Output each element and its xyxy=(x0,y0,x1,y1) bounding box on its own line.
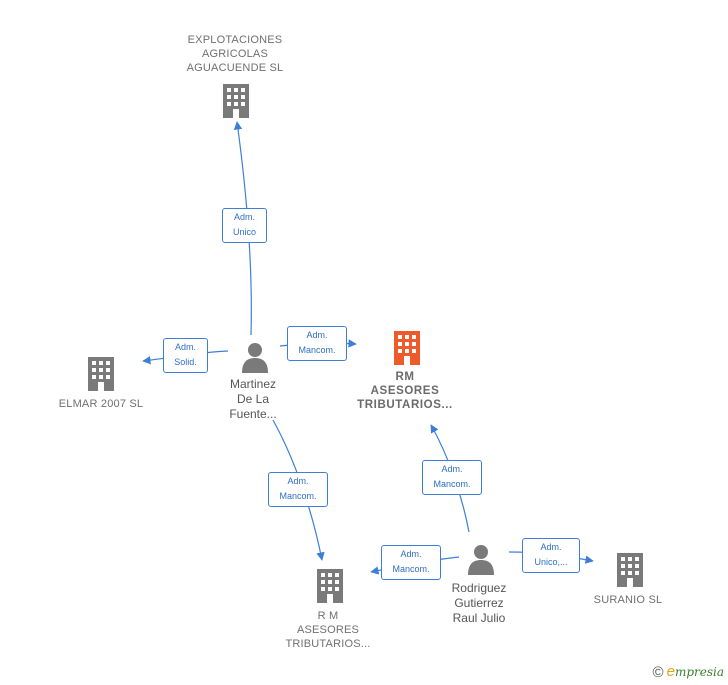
building-icon[interactable] xyxy=(394,331,420,365)
brand-logo-initial: e xyxy=(666,663,675,680)
node-label-elmar[interactable]: ELMAR 2007 SL xyxy=(58,398,144,410)
building-icon[interactable] xyxy=(317,569,343,603)
edge-label-martinez-rm-second[interactable]: Adm. Mancom. xyxy=(268,472,328,507)
building-icon[interactable] xyxy=(223,84,249,118)
building-icon[interactable] xyxy=(617,553,643,587)
footer-brand: ©empresia xyxy=(653,663,724,681)
copyright-icon: © xyxy=(652,664,664,681)
node-label-rm-focus[interactable]: RM ASESORES TRIBUTARIOS... xyxy=(357,371,453,411)
edge-label-martinez-rm-focus[interactable]: Adm. Mancom. xyxy=(287,326,347,361)
person-icon[interactable] xyxy=(242,343,268,373)
person-icon[interactable] xyxy=(468,545,494,575)
edge-label-rodriguez-rm-second[interactable]: Adm. Mancom. xyxy=(381,545,441,580)
edge-label-rodriguez-rm-focus[interactable]: Adm. Mancom. xyxy=(422,460,482,495)
node-label-rodriguez[interactable]: Rodriguez Gutierrez Raul Julio xyxy=(451,581,507,625)
brand-logo-text: mpresia xyxy=(674,665,724,679)
edge-label-martinez-elmar[interactable]: Adm. Solid. xyxy=(163,338,208,373)
building-icon[interactable] xyxy=(88,357,114,391)
edge-label-martinez-explotaciones[interactable]: Adm. Unico xyxy=(222,208,267,243)
edge-label-rodriguez-suranio[interactable]: Adm. Unico,... xyxy=(522,538,580,573)
node-label-rm-second[interactable]: R M ASESORES TRIBUTARIOS... xyxy=(285,610,371,650)
node-label-martinez[interactable]: Martinez De La Fuente... xyxy=(229,377,277,421)
node-label-explotaciones[interactable]: EXPLOTACIONES AGRICOLAS AGUACUENDE SL xyxy=(186,34,284,74)
node-label-suranio[interactable]: SURANIO SL xyxy=(593,594,663,606)
